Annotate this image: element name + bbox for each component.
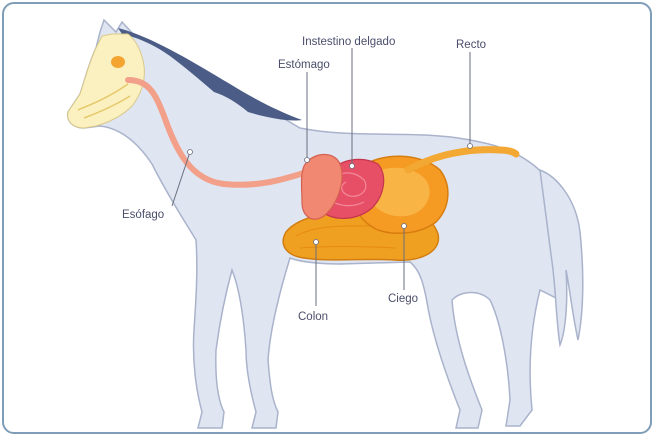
cecum-point	[402, 224, 407, 229]
label-rectum: Recto	[456, 39, 486, 51]
stomach-point	[305, 158, 310, 163]
horse-eye	[111, 56, 125, 68]
label-esophagus: Esófago	[122, 209, 164, 221]
small-intestine-point	[350, 164, 355, 169]
rectum-point	[468, 144, 473, 149]
label-small-intestine: Instestino delgado	[302, 36, 395, 48]
label-cecum: Ciego	[388, 293, 418, 305]
colon-point	[314, 240, 319, 245]
esophagus-point	[188, 150, 193, 155]
label-colon: Colon	[298, 311, 328, 323]
label-stomach: Estómago	[278, 59, 330, 71]
